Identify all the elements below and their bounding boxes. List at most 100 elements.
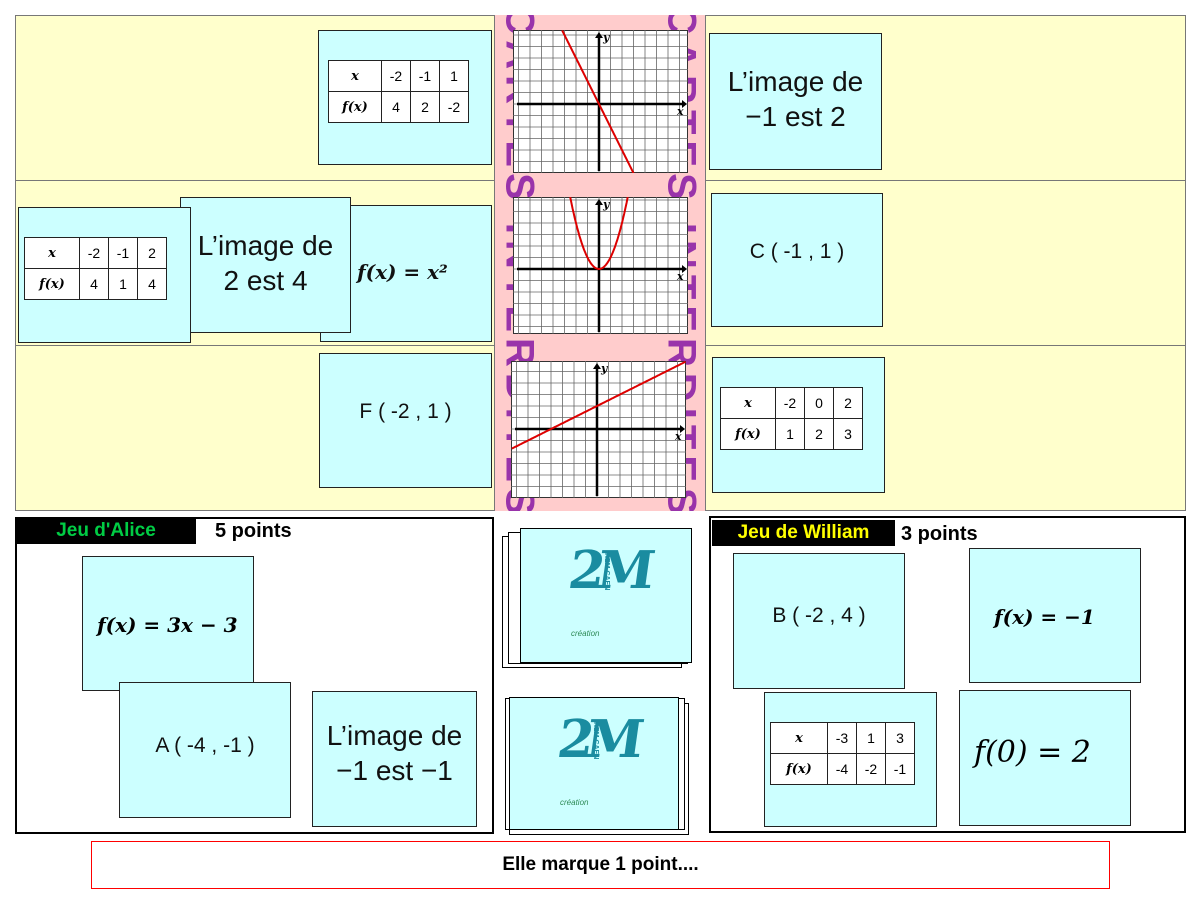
image-statement-card[interactable]: L’image de 2 est 4 bbox=[180, 197, 351, 333]
x-axis-label: x bbox=[676, 105, 684, 118]
formula-text: f(x) = x² bbox=[357, 260, 448, 284]
table-cell: 1 bbox=[108, 268, 138, 300]
table-cell: -2 bbox=[775, 387, 805, 419]
table-cell: 1 bbox=[439, 60, 469, 92]
point-card[interactable]: C ( -1 , 1 ) bbox=[711, 193, 883, 327]
point-card[interactable]: A ( -4 , -1 ) bbox=[119, 682, 291, 818]
y-axis-arrow bbox=[595, 199, 603, 205]
alice-title: Jeu d'Alice bbox=[16, 518, 196, 544]
table-cell: 3 bbox=[833, 418, 863, 450]
fx-label: f(x) bbox=[720, 418, 776, 450]
formula-card[interactable]: f(x) = −1 bbox=[969, 548, 1141, 683]
card-text-line: L’image de bbox=[197, 230, 334, 261]
table-cell: -1 bbox=[108, 237, 138, 269]
table-card[interactable]: x -2 0 2 f(x) 1 2 3 bbox=[712, 357, 885, 493]
card-text-line: 2 est 4 bbox=[223, 265, 308, 296]
table-cell: 1 bbox=[775, 418, 805, 450]
x-axis-arrow bbox=[682, 265, 687, 273]
deck-top-card: 2M IREM CAEN création bbox=[509, 697, 679, 830]
y-axis-arrow bbox=[593, 363, 601, 369]
values-table: x -2 0 2 f(x) 1 2 3 bbox=[720, 387, 863, 450]
x-label: x bbox=[328, 60, 382, 92]
values-table: x -2 -1 2 f(x) 4 1 4 bbox=[24, 237, 167, 300]
table-cell: -2 bbox=[856, 753, 886, 785]
curve-parabola bbox=[569, 196, 629, 271]
william-title-text: Jeu de William bbox=[737, 522, 870, 543]
values-table: x -2 -1 1 f(x) 4 2 -2 bbox=[328, 60, 469, 123]
table-card[interactable]: x -2 -1 1 f(x) 4 2 -2 bbox=[318, 30, 492, 165]
table-cell: -4 bbox=[827, 753, 857, 785]
x-axis-arrow bbox=[682, 100, 687, 108]
table-cell: 2 bbox=[410, 91, 440, 123]
formula-text: f(0) = 2 bbox=[974, 735, 1091, 770]
table-cell: -2 bbox=[439, 91, 469, 123]
fx-label: f(x) bbox=[328, 91, 382, 123]
graph-increasing-line: xy bbox=[511, 360, 686, 498]
table-cell: -1 bbox=[410, 60, 440, 92]
fx-label: f(x) bbox=[24, 268, 80, 300]
point-text: C ( -1 , 1 ) bbox=[749, 240, 845, 263]
y-axis-label: y bbox=[602, 31, 611, 44]
card-text-line: L’image de bbox=[727, 66, 864, 97]
table-cell: 0 bbox=[804, 387, 834, 419]
alice-score: 5 points bbox=[215, 520, 292, 542]
graph-background bbox=[513, 30, 688, 173]
status-message: Elle marque 1 point.... bbox=[91, 841, 1110, 889]
graph-parabola: xy bbox=[513, 196, 688, 334]
x-label: x bbox=[24, 237, 80, 269]
table-cell: 2 bbox=[833, 387, 863, 419]
values-table: x -3 1 3 f(x) -4 -2 -1 bbox=[770, 722, 915, 785]
curve-decreasing-line bbox=[561, 29, 635, 174]
point-text: A ( -4 , -1 ) bbox=[155, 734, 255, 757]
table-cell: -3 bbox=[827, 722, 857, 754]
deck-top-card: 2M IREM CAEN création bbox=[520, 528, 692, 663]
table-cell: 3 bbox=[885, 722, 915, 754]
william-score: 3 points bbox=[901, 523, 978, 545]
table-cell: 2 bbox=[137, 237, 167, 269]
fx-label: f(x) bbox=[770, 753, 828, 785]
curve-increasing-line bbox=[511, 360, 686, 450]
table-cell: 2 bbox=[804, 418, 834, 450]
point-text: F ( -2 , 1 ) bbox=[359, 400, 452, 423]
point-text: B ( -2 , 4 ) bbox=[772, 604, 866, 627]
y-axis-label: y bbox=[602, 198, 611, 211]
formula-card[interactable]: f(0) = 2 bbox=[959, 690, 1131, 826]
irem-logo-icon: 2M IREM CAEN création bbox=[553, 709, 641, 807]
graph-decreasing-line: xy bbox=[513, 29, 688, 174]
formula-text: f(x) = −1 bbox=[994, 605, 1095, 629]
table-cell: 4 bbox=[137, 268, 167, 300]
table-cell: -2 bbox=[381, 60, 411, 92]
alice-title-text: Jeu d'Alice bbox=[56, 520, 156, 541]
table-cell: -1 bbox=[885, 753, 915, 785]
irem-logo-icon: 2M IREM CAEN création bbox=[564, 540, 652, 638]
image-statement-card[interactable]: L’image de −1 est −1 bbox=[312, 691, 477, 827]
table-cell: 1 bbox=[856, 722, 886, 754]
x-axis-arrow bbox=[680, 425, 685, 433]
x-axis-label: x bbox=[676, 270, 684, 283]
table-cell: 4 bbox=[79, 268, 109, 300]
point-card[interactable]: F ( -2 , 1 ) bbox=[319, 353, 492, 488]
table-card[interactable]: x -3 1 3 f(x) -4 -2 -1 bbox=[764, 692, 937, 827]
graph-background bbox=[513, 197, 688, 334]
x-axis-label: x bbox=[674, 430, 682, 443]
william-title: Jeu de William bbox=[712, 520, 895, 546]
x-label: x bbox=[720, 387, 776, 419]
card-text-line: −1 est −1 bbox=[336, 755, 453, 786]
formula-card[interactable]: f(x) = 3x − 3 bbox=[82, 556, 254, 691]
image-statement-card[interactable]: L’image de −1 est 2 bbox=[709, 33, 882, 170]
point-card[interactable]: B ( -2 , 4 ) bbox=[733, 553, 905, 689]
card-text-line: −1 est 2 bbox=[745, 101, 846, 132]
card-text-line: L’image de bbox=[326, 720, 463, 751]
draw-pile[interactable]: 2M IREM CAEN création bbox=[502, 528, 692, 668]
table-cell: -2 bbox=[79, 237, 109, 269]
table-card[interactable]: x -2 -1 2 f(x) 4 1 4 bbox=[18, 207, 191, 343]
formula-text: f(x) = 3x − 3 bbox=[97, 613, 238, 637]
table-cell: 4 bbox=[381, 91, 411, 123]
x-label: x bbox=[770, 722, 828, 754]
y-axis-label: y bbox=[600, 362, 609, 375]
draw-pile[interactable]: 2M IREM CAEN création bbox=[503, 693, 693, 838]
y-axis-arrow bbox=[595, 32, 603, 38]
